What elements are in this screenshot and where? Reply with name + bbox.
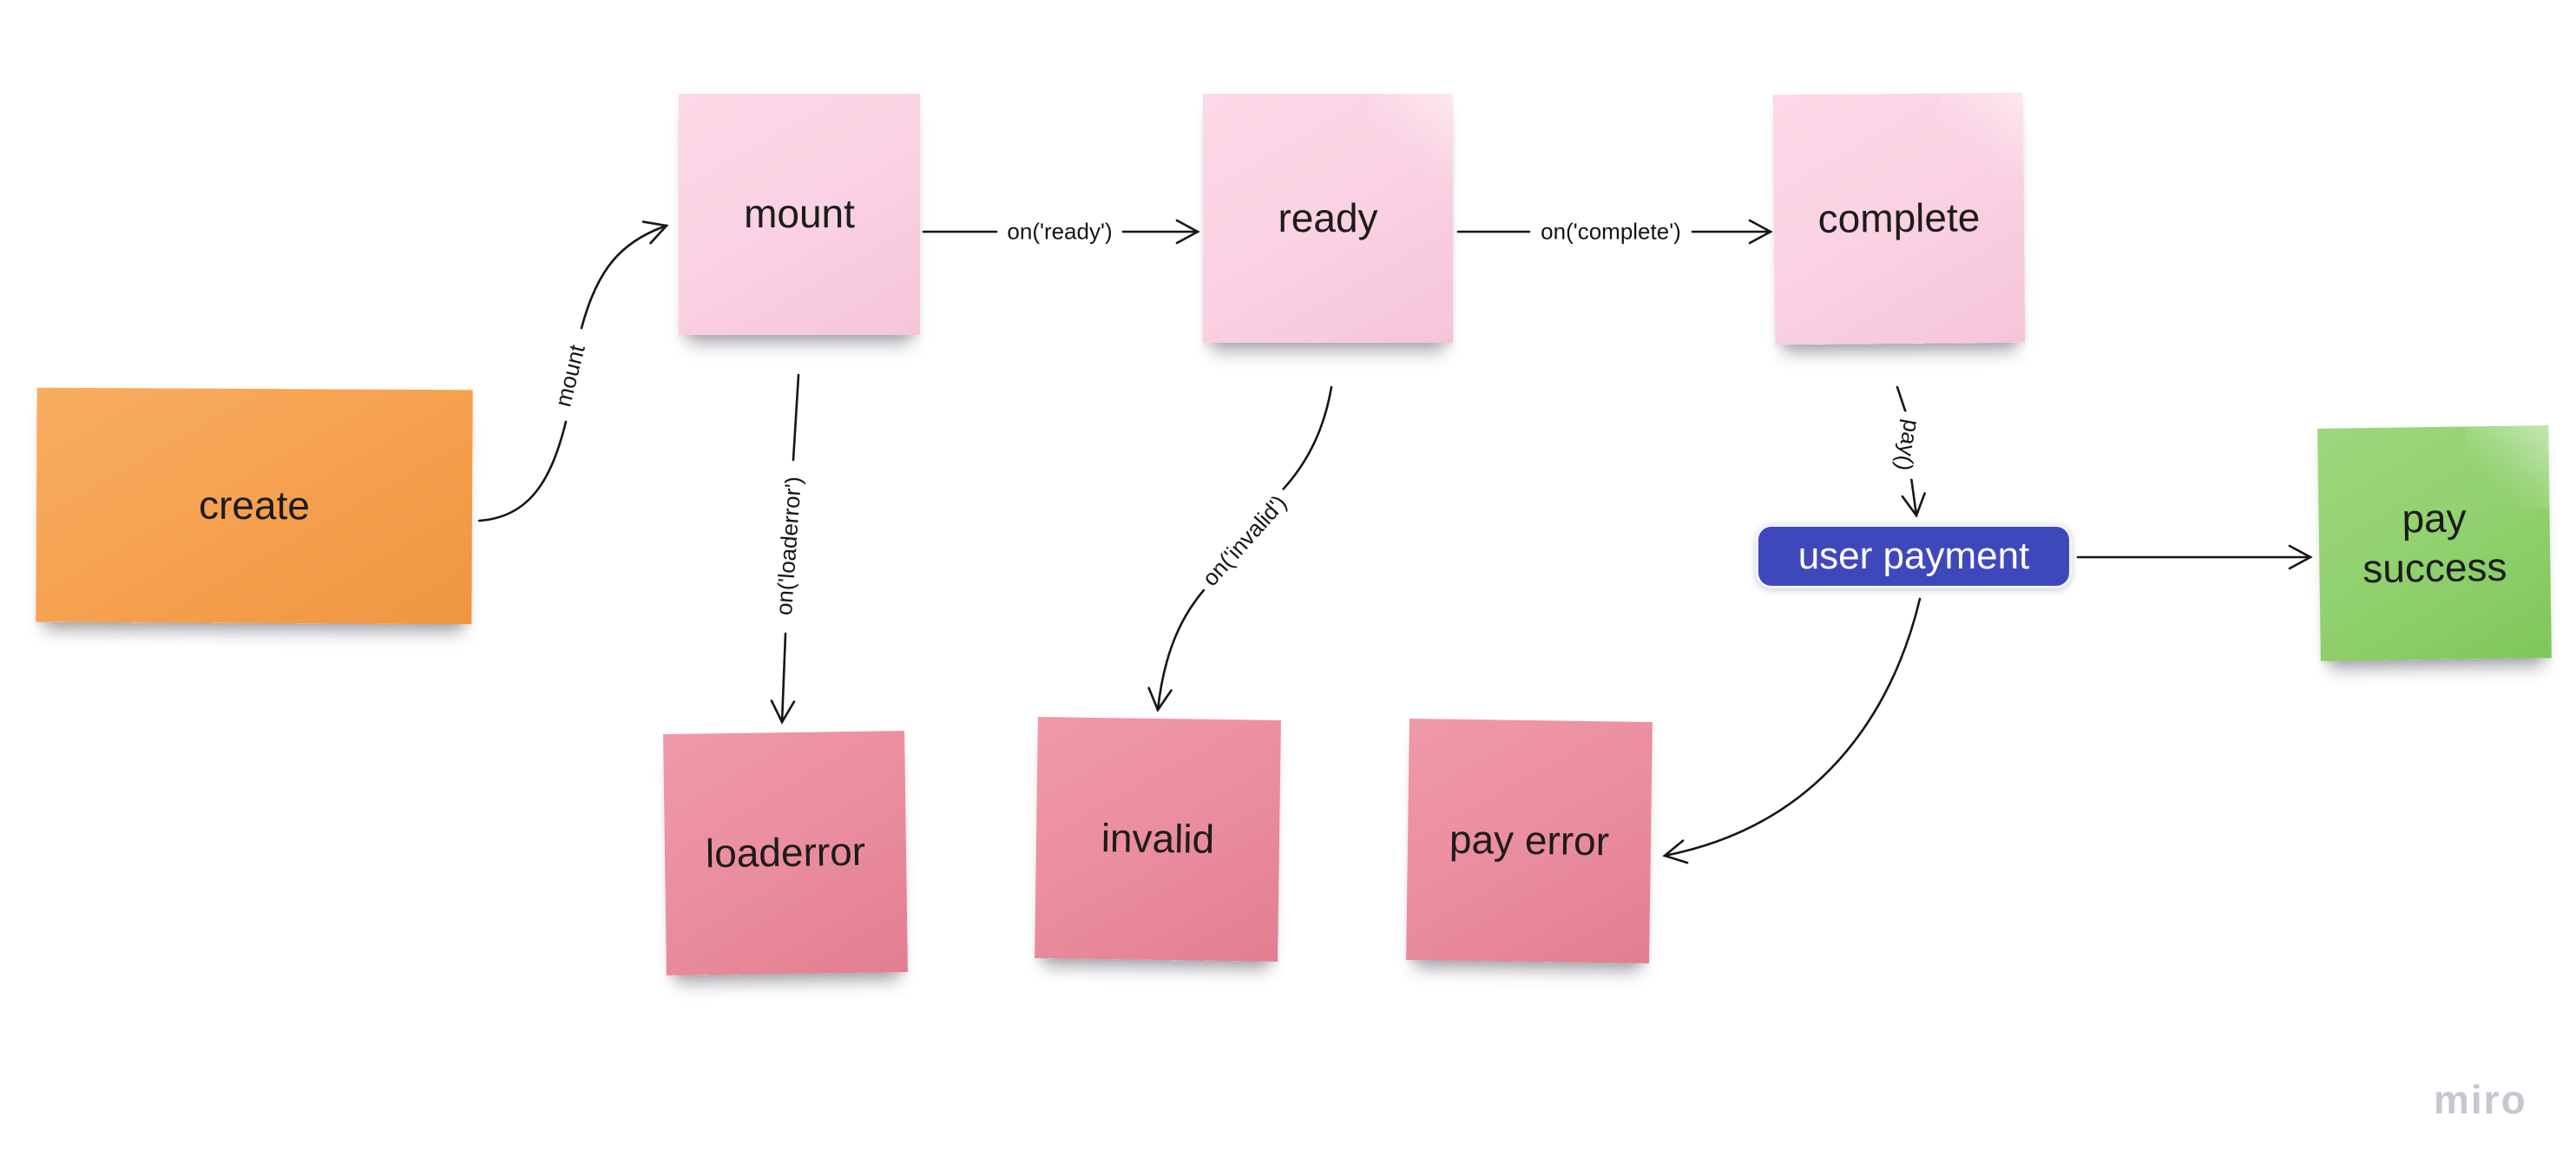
sticky-note-mount[interactable]: mount xyxy=(679,94,920,335)
sticky-note-pay-error[interactable]: pay error xyxy=(1406,719,1653,963)
sticky-note-label: loaderror xyxy=(705,828,866,877)
connector-create-mount[interactable] xyxy=(477,220,669,522)
sticky-note-invalid[interactable]: invalid xyxy=(1035,717,1281,962)
sticky-note-label: pay error xyxy=(1449,816,1610,864)
connector-segment xyxy=(1896,385,1908,415)
miro-logo: miro xyxy=(2434,1077,2527,1122)
sticky-note-label: create xyxy=(198,482,311,529)
connector-segment xyxy=(1901,476,1926,518)
connector-mount-loaderror[interactable] xyxy=(770,373,800,725)
sticky-note-ready[interactable]: ready xyxy=(1203,94,1453,343)
connector-label-on-complete[interactable]: on('complete') xyxy=(1534,216,1688,247)
connector-segment xyxy=(792,373,800,462)
sticky-note-label: mount xyxy=(744,191,855,237)
sticky-note-loaderror[interactable]: loaderror xyxy=(663,731,908,975)
connector-label-on-loaderror[interactable]: on('loaderror') xyxy=(768,468,810,624)
sticky-note-label: invalid xyxy=(1101,815,1215,863)
connector-segment xyxy=(770,632,796,725)
sticky-note-label: pay success xyxy=(2362,494,2507,592)
connector-label-mount[interactable]: mount xyxy=(546,334,595,417)
sticky-note-pay-success[interactable]: pay success xyxy=(2317,425,2552,661)
shape-user-payment[interactable]: user payment xyxy=(1756,524,2072,588)
connector-label-on-invalid[interactable]: on('invalid') xyxy=(1191,483,1298,598)
connector-label-pay[interactable]: pay() xyxy=(1887,410,1929,481)
connector-user-payment-pay-error[interactable] xyxy=(1662,597,1922,864)
connector-segment xyxy=(1662,597,1922,864)
connector-label-on-ready[interactable]: on('ready') xyxy=(1000,216,1120,247)
connector-segment xyxy=(580,220,669,330)
shape-label: user payment xyxy=(1797,535,2030,577)
sticky-note-label: ready xyxy=(1278,194,1378,240)
connector-segment xyxy=(477,420,568,522)
sticky-note-create[interactable]: create xyxy=(36,387,473,625)
sticky-note-complete[interactable]: complete xyxy=(1772,92,2026,345)
sticky-note-label: complete xyxy=(1817,194,1981,242)
